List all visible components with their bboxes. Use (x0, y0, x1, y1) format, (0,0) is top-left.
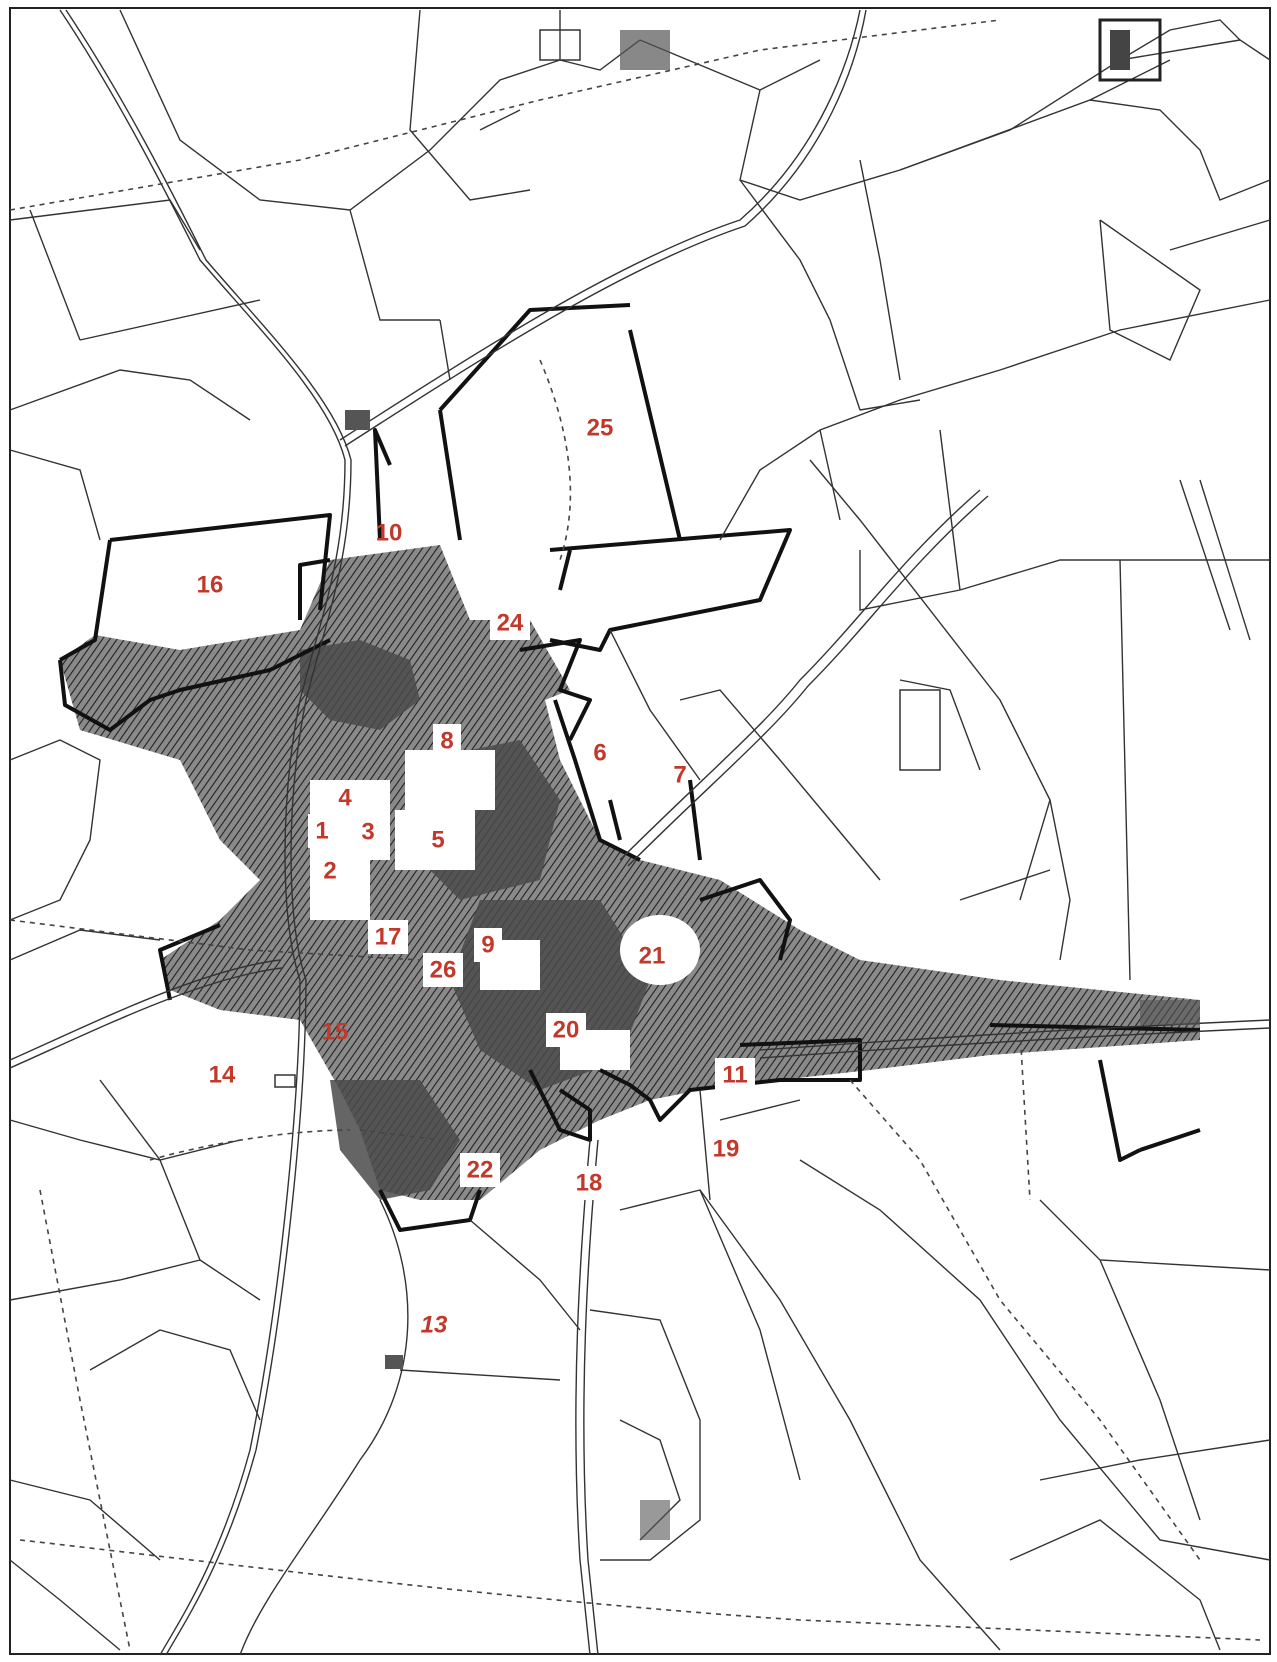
area-label-2: 2 (323, 858, 336, 885)
area-label-bg-22 (460, 1153, 500, 1187)
area-label-bg-1 (308, 814, 336, 848)
area-label-bg-21 (632, 939, 672, 973)
outlying-buildings (274, 18, 1200, 1540)
area-label-17: 17 (375, 924, 402, 951)
area-label-bg-8 (433, 724, 461, 758)
roads (9, 9, 1271, 1656)
area-label-6: 6 (593, 740, 606, 767)
area-label-3: 3 (361, 819, 374, 846)
area-label-bg-11 (715, 1058, 755, 1092)
area-label-bg-26 (423, 953, 463, 987)
area-label-bg-17 (368, 920, 408, 954)
area-label-5: 5 (431, 827, 444, 854)
area-label-19: 19 (713, 1136, 740, 1163)
footpaths (9, 19, 1261, 1651)
area-label-7: 7 (673, 762, 686, 789)
boundary-lines (58, 303, 1201, 1232)
field-boundaries (9, 9, 1271, 1651)
area-label-22: 22 (467, 1157, 494, 1184)
area-label-bg-24 (490, 606, 530, 640)
area-label-15: 15 (322, 1019, 349, 1046)
area-label-13: 13 (421, 1312, 448, 1339)
area-label-bg-5 (424, 823, 452, 857)
area-label-21: 21 (639, 943, 666, 970)
area-label-20: 20 (553, 1017, 580, 1044)
area-label-10: 10 (376, 520, 403, 547)
area-label-14: 14 (209, 1062, 236, 1089)
area-label-25: 25 (587, 415, 614, 442)
area-label-24: 24 (497, 610, 524, 637)
area-label-11: 11 (722, 1062, 747, 1089)
map-frame (9, 7, 1271, 1655)
area-label-bg-4 (331, 781, 359, 815)
area-label-16: 16 (197, 572, 224, 599)
area-label-4: 4 (338, 785, 352, 812)
area-label-26: 26 (430, 957, 457, 984)
area-label-bg-9 (474, 928, 502, 962)
area-label-bg-18 (569, 1166, 609, 1200)
area-labels: 1 234 5 6 7 8 9 10 11 13 14 15 16 17 18 19 20 21 22 24 25 26 (197, 415, 755, 1339)
area-label-bg-2 (316, 854, 344, 888)
area-label-bg-20 (546, 1013, 586, 1047)
area-label-9: 9 (481, 932, 494, 959)
area-label-1: 1 (315, 818, 328, 845)
area-label-bg-3 (354, 815, 382, 849)
area-label-8: 8 (440, 728, 453, 755)
area-label-18: 18 (576, 1170, 603, 1197)
